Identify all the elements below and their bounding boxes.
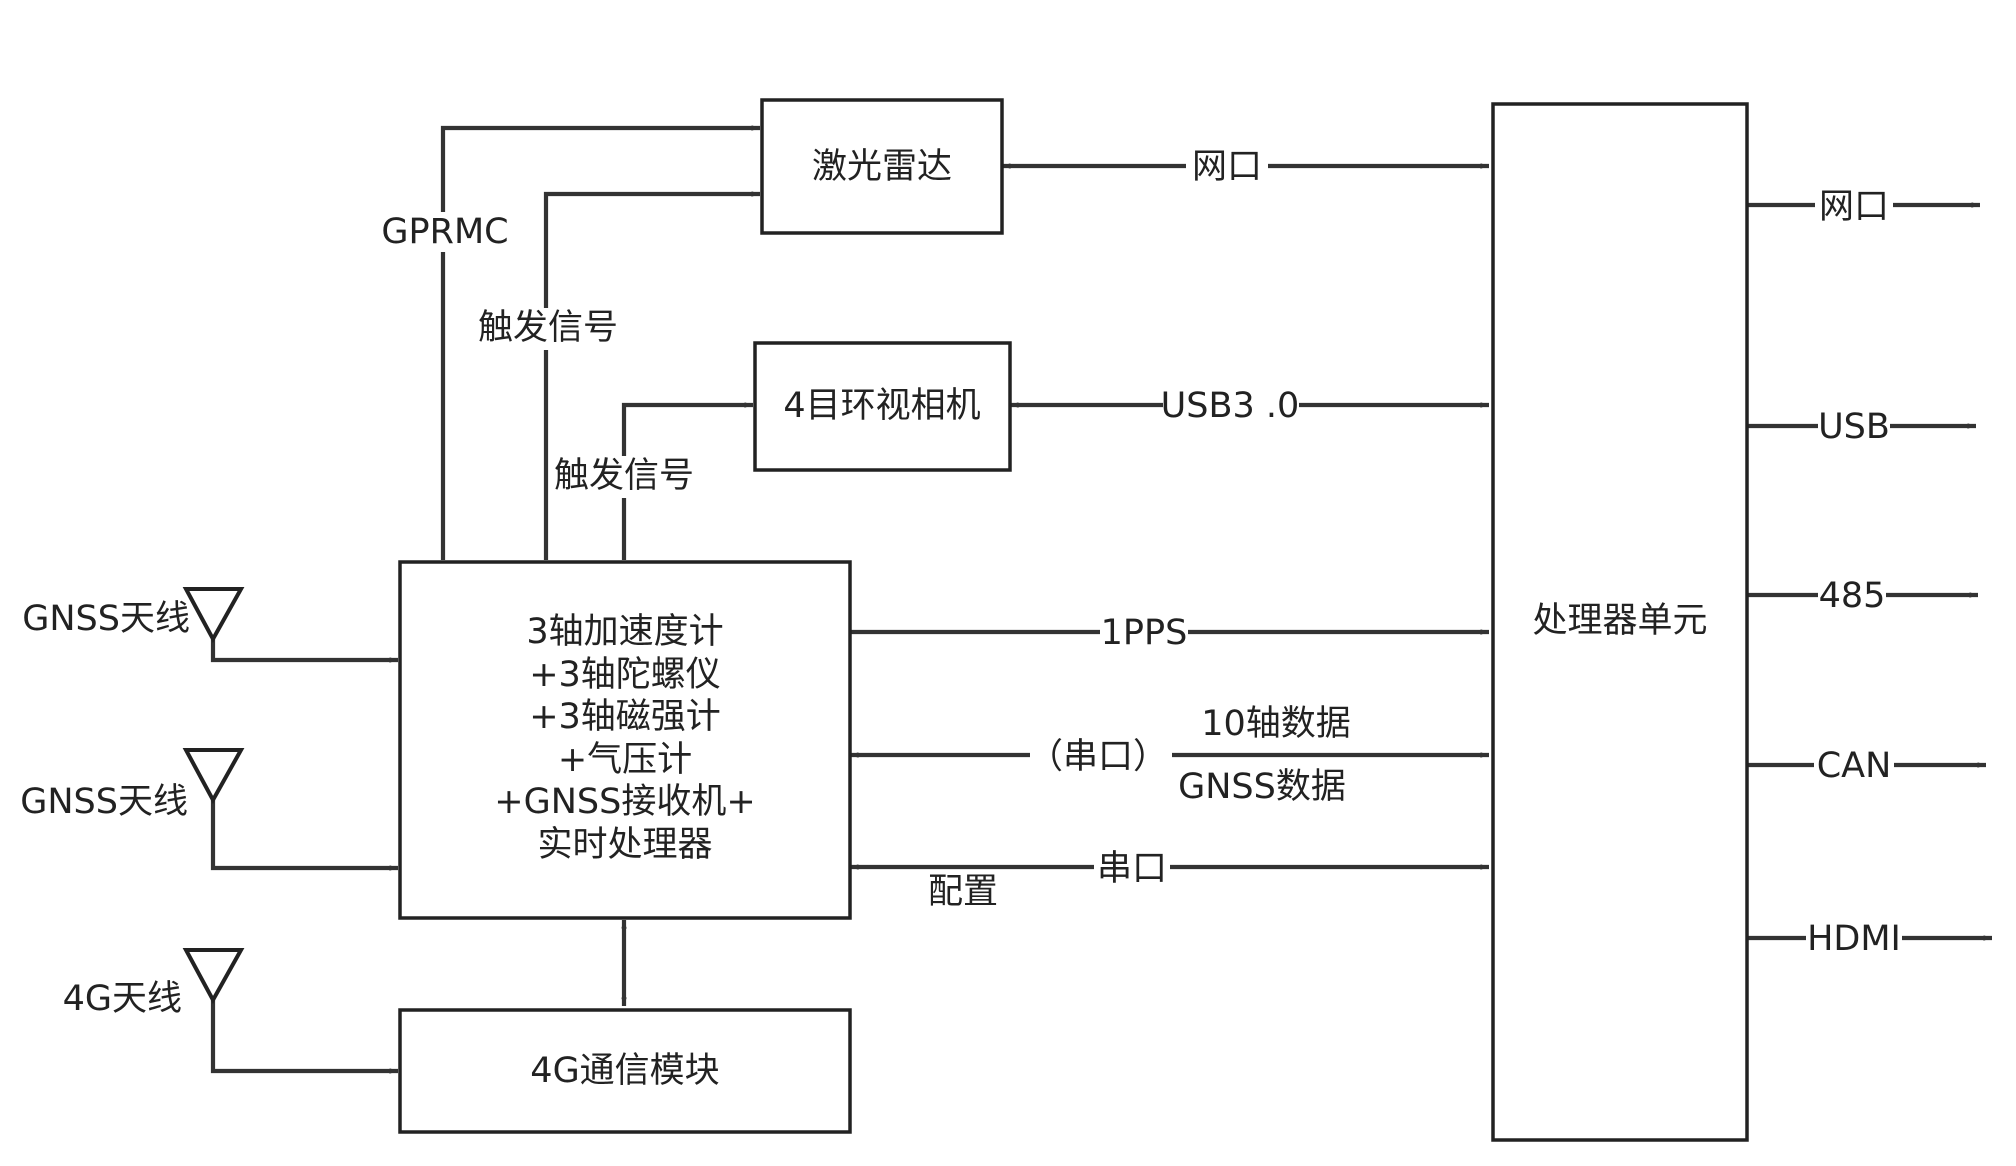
imu-block (398, 560, 852, 920)
10axis-data-label: 10轴数据 (1201, 704, 1351, 744)
output-label-net: 网口 (1819, 187, 1889, 227)
out-485-label-bg (1818, 575, 1886, 615)
gnss-antenna-2-icon (182, 748, 245, 805)
imu-label-line-6: 实时处理器 (537, 825, 712, 865)
camera-block (753, 341, 1012, 472)
trigger-lidar-label-bg (480, 308, 616, 350)
serial-config-label: 串口 (1097, 849, 1167, 889)
imu-label-line-1: 3轴加速度计 (526, 612, 723, 652)
trigger-lidar-label: 触发信号 (478, 308, 618, 348)
trigger-camera-label-bg (556, 456, 692, 498)
pps-label-bg (1100, 612, 1188, 652)
pps-label: 1PPS (1101, 613, 1188, 653)
processor-block (1491, 102, 1749, 1142)
imu-label-line-3: +3轴磁强计 (529, 697, 721, 737)
lidar-net-label: 网口 (1192, 147, 1262, 187)
out-usb-label-bg (1818, 406, 1890, 446)
imu-label-line-5: +GNSS接收机+ (494, 782, 755, 822)
imu-label-line-2: +3轴陀螺仪 (529, 655, 721, 695)
4g-module-label: 4G通信模块 (530, 1051, 719, 1091)
gnss-antenna-2-feed (210, 800, 398, 871)
camera-usb-label-bg (1163, 385, 1299, 425)
config-label: 配置 (928, 872, 998, 912)
gprmc-label-bg (380, 212, 508, 252)
lidar-label: 激光雷达 (812, 147, 952, 187)
4g-antenna-label: 4G天线 (63, 979, 182, 1019)
trigger-camera-line (621, 402, 753, 560)
camera-label: 4目环视相机 (783, 386, 980, 426)
serial-paren-label: （串口） (1028, 737, 1168, 777)
serial-config-label-bg (1094, 847, 1170, 887)
out-can-label-bg (1814, 745, 1894, 785)
camera-usb-label: USB3 .0 (1161, 386, 1300, 426)
gprmc-line (440, 125, 760, 560)
out-hdmi-label-bg (1806, 918, 1902, 958)
output-label-485: 485 (1819, 576, 1886, 616)
gnss-antenna-1-label: GNSS天线 (22, 599, 190, 639)
output-label-usb: USB (1818, 407, 1890, 447)
trigger-lidar-line (543, 191, 760, 560)
lidar-block (760, 98, 1004, 235)
gnss-antenna-1-icon (182, 587, 245, 644)
processor-label: 处理器单元 (1532, 601, 1707, 641)
4g-antenna-icon (182, 948, 245, 1005)
output-label-can: CAN (1817, 746, 1892, 786)
gnss-data-label: GNSS数据 (1178, 767, 1346, 807)
serial-paren-label-bg (1030, 735, 1172, 775)
trigger-camera-label: 触发信号 (554, 456, 694, 496)
gnss-antenna-1-feed (210, 639, 398, 663)
imu-label-line-4: +气压计 (558, 740, 692, 780)
4g-module-block (398, 1008, 852, 1134)
lidar-net-label-bg (1186, 146, 1268, 186)
4g-antenna-feed (210, 1000, 398, 1074)
gprmc-label: GPRMC (381, 212, 508, 252)
output-label-hdmi: HDMI (1807, 919, 1901, 959)
gnss-antenna-2-label: GNSS天线 (20, 782, 188, 822)
out-net-label-bg (1815, 185, 1893, 225)
